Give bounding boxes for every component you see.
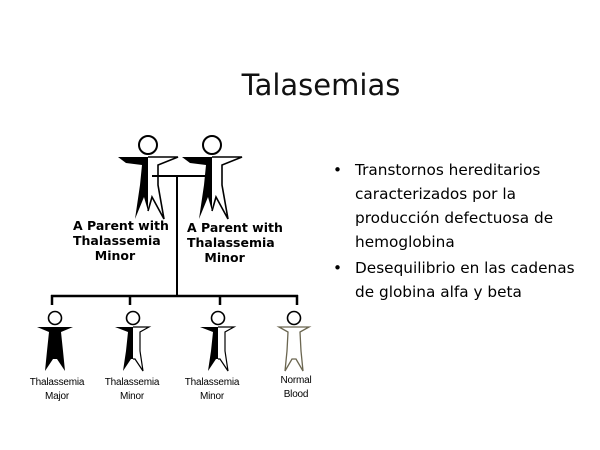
bullet-marker: • [333, 259, 343, 277]
bullet-marker: • [333, 161, 343, 179]
child-figure-thalassemia-minor-2 [199, 310, 235, 372]
parent-figure-right [181, 135, 243, 220]
child-figure-normal-blood [278, 310, 310, 372]
child-figure-thalassemia-major [36, 310, 74, 372]
bullet-item: • Transtornos hereditarios caracterizado… [331, 158, 593, 254]
child-label-normal: Normal Blood [280, 375, 312, 400]
bullet-text: Desequilibrio en las cadenas de globina … [355, 259, 575, 301]
child-label-major: Thalassemia Major [29, 377, 85, 402]
parent-figure-left [117, 135, 179, 220]
child-figure-thalassemia-minor-1 [114, 310, 150, 372]
slide-title: Talasemias [241, 68, 401, 102]
bullet-text: Transtornos hereditarios caracterizados … [355, 161, 554, 251]
parent-label-right: A Parent with Thalassemia Minor [187, 220, 283, 265]
bullet-item: • Desequilibrio en las cadenas de globin… [331, 256, 593, 304]
child-label-minor-2: Thalassemia Minor [184, 377, 240, 402]
child-label-minor-1: Thalassemia Minor [104, 377, 160, 402]
bullet-list: • Transtornos hereditarios caracterizado… [331, 158, 593, 304]
parent-label-left: A Parent with Thalassemia Minor [73, 218, 169, 263]
